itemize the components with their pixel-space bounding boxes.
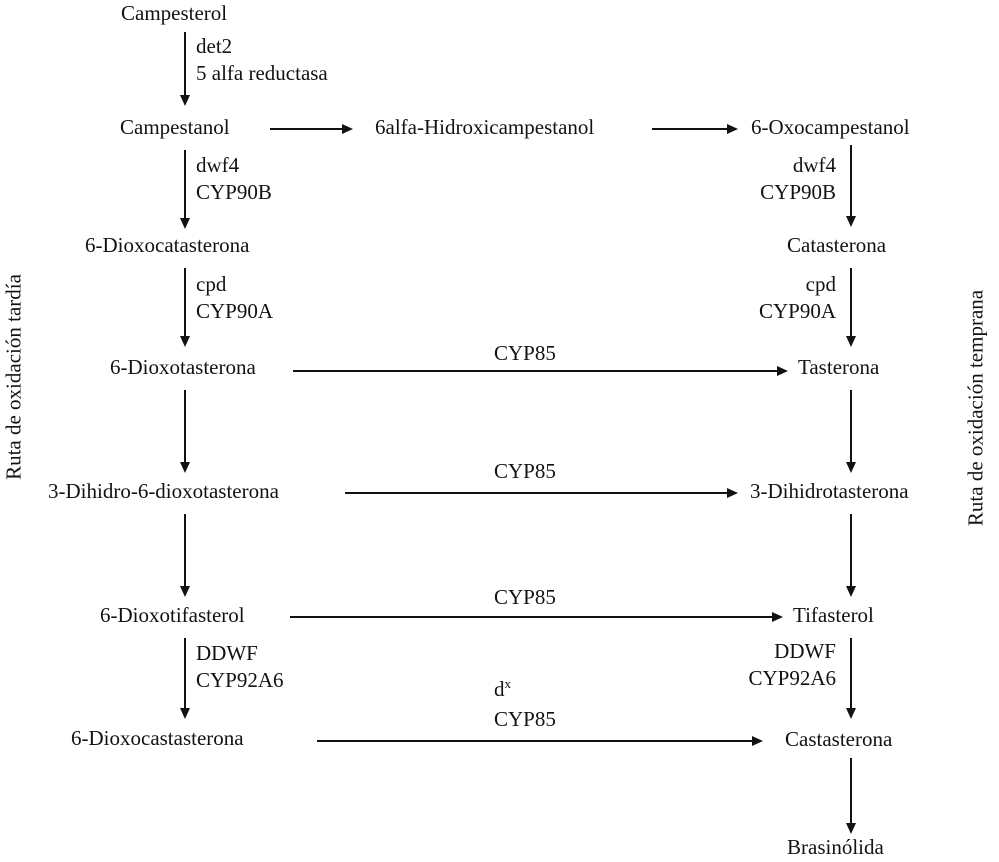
- enzyme-label-cyp85-row7: CYP85: [494, 707, 556, 731]
- arrow-oxocampestanol-to-catasterona: [850, 145, 852, 217]
- node-6alfa-hidroxicampestanol: 6alfa-Hidroxicampestanol: [375, 115, 595, 139]
- arrow-tasterona-to-dihidrotasterona: [850, 390, 852, 463]
- arrow-dihidrotasterona-to-tifasterol: [850, 514, 852, 587]
- enzyme-label-cyp90b-left: CYP90B: [196, 180, 272, 204]
- enzyme-label-cyp92a6-left: CYP92A6: [196, 668, 284, 692]
- node-6-dioxotifasterol: 6-Dioxotifasterol: [100, 603, 245, 627]
- enzyme-label-cpd-left: cpd: [196, 272, 227, 296]
- arrow-hidroxicampestanol-to-oxocampestanol: [652, 128, 727, 130]
- arrow-campestanol-to-hidroxicampestanol: [270, 128, 342, 130]
- node-6-dioxocatasterona: 6-Dioxocatasterona: [85, 233, 250, 257]
- arrow-dihidrodioxotasterona-to-dihidrotasterona: [345, 492, 727, 494]
- pathway-label-late-oxidation: Ruta de oxidación tardía: [1, 274, 26, 480]
- enzyme-label-dx: dx: [494, 677, 511, 702]
- enzyme-label-cyp85-row5: CYP85: [494, 459, 556, 483]
- enzyme-label-dx-base: d: [494, 677, 505, 701]
- enzyme-label-cyp90a-left: CYP90A: [196, 299, 274, 323]
- arrow-dioxotifasterol-to-dioxocastasterona: [184, 638, 186, 709]
- enzyme-label-dx-superscript: x: [504, 676, 512, 691]
- arrow-campesterol-to-campestanol: [184, 32, 186, 96]
- arrow-dioxotasterona-to-dihidrodioxotasterona: [184, 390, 186, 463]
- enzyme-label-cyp90a-right: CYP90A: [758, 299, 836, 323]
- node-castasterona: Castasterona: [785, 727, 893, 751]
- node-tasterona: Tasterona: [798, 355, 880, 379]
- enzyme-label-cyp85-row4: CYP85: [494, 341, 556, 365]
- arrow-castasterona-to-brasinolida: [850, 758, 852, 824]
- node-6-dioxotasterona: 6-Dioxotasterona: [110, 355, 256, 379]
- enzyme-label-cpd-right: cpd: [805, 272, 836, 296]
- arrow-dioxotasterona-to-tasterona: [293, 370, 777, 372]
- enzyme-label-ddwf-right: DDWF: [774, 639, 836, 663]
- arrow-dioxocastasterona-to-castasterona: [317, 740, 752, 742]
- enzyme-label-dwf4-left: dwf4: [196, 153, 240, 177]
- arrow-dihidrodioxotasterona-to-dioxotifasterol: [184, 514, 186, 587]
- node-3-dihidro-6-dioxotasterona: 3-Dihidro-6-dioxotasterona: [48, 479, 279, 503]
- enzyme-label-ddwf-left: DDWF: [196, 641, 258, 665]
- enzyme-label-5-alfa-reductasa: 5 alfa reductasa: [196, 61, 328, 85]
- node-campestanol: Campestanol: [120, 115, 230, 139]
- node-3-dihidrotasterona: 3-Dihidrotasterona: [750, 479, 909, 503]
- enzyme-label-cyp92a6-right: CYP92A6: [748, 666, 836, 690]
- node-catasterona: Catasterona: [787, 233, 887, 257]
- arrow-campestanol-to-dioxocatasterona: [184, 150, 186, 219]
- arrow-catasterona-to-tasterona: [850, 268, 852, 337]
- node-6-dioxocastasterona: 6-Dioxocastasterona: [71, 726, 244, 750]
- enzyme-label-det2: det2: [196, 34, 233, 58]
- enzyme-label-cyp85-row6: CYP85: [494, 585, 556, 609]
- arrow-tifasterol-to-castasterona: [850, 638, 852, 709]
- enzyme-label-cyp90b-right: CYP90B: [760, 180, 836, 204]
- node-6-oxocampestanol: 6-Oxocampestanol: [751, 115, 910, 139]
- node-brasinolida: Brasinólida: [787, 835, 884, 859]
- arrow-dioxotifasterol-to-tifasterol: [290, 616, 772, 618]
- arrow-dioxocatasterona-to-dioxotasterona: [184, 268, 186, 337]
- enzyme-label-dwf4-right: dwf4: [792, 153, 836, 177]
- node-campesterol: Campesterol: [121, 1, 228, 25]
- node-tifasterol: Tifasterol: [793, 603, 874, 627]
- pathway-label-early-oxidation: Ruta de oxidación temprana: [963, 289, 988, 527]
